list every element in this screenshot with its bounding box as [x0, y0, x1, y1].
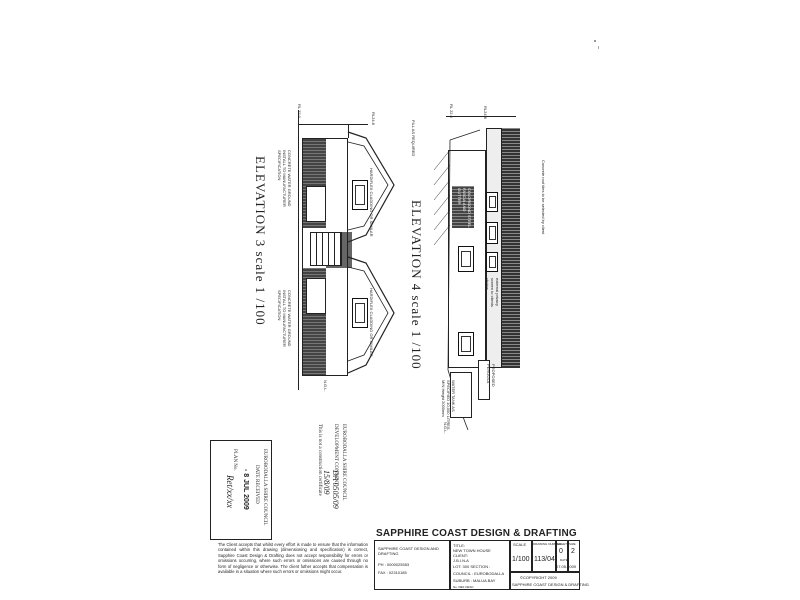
elevation-3-window-lower [352, 298, 368, 328]
elevation-4-screen-note: external privacy screen to clients choic… [485, 278, 500, 307]
stamp-plan-no-label: PLAN No. [232, 449, 237, 471]
title-block-size-value: 2 [571, 548, 575, 555]
title-block-date-label: DATE [560, 558, 568, 562]
stamp-plan-no-value: Ret/xx/xx [225, 475, 235, 508]
elevation-3-door-left [306, 186, 326, 222]
title-block-drawing-head: DRAWING NUMBER [533, 542, 562, 546]
elevation-3-window-upper [352, 180, 368, 210]
elevation-3-roof-lower [347, 256, 395, 374]
elevation-4-window-3 [486, 252, 498, 272]
title-block-suburb: SUBURB : MALUA BAY [453, 578, 496, 583]
elevation-3-rl-label: RL 22.0 [297, 104, 302, 118]
title-block-disclaimer: The Client accepts that whilst every eff… [218, 542, 368, 575]
title-block-scale-value: 1/100 [512, 556, 530, 563]
title-block-scale-cell [510, 540, 532, 572]
title-block-fax: FAX : 02310185 [378, 570, 407, 575]
scan-speck [598, 46, 599, 49]
title-block-firm-name: SAPPHIRE COAST DESIGN AND DRAFTING [378, 546, 439, 556]
elevation-4-ridge-label: RL24.8 [483, 106, 488, 119]
elevation-3-door-right [306, 278, 326, 314]
elevation-4-tank [450, 372, 472, 418]
title-block-no-label: No. REF DESC [453, 585, 474, 589]
elevation-4-window-2 [486, 222, 498, 244]
title-block-lot: LOT: 300 SECTION : [453, 564, 491, 569]
elevation-3-concrete-note-right: CONCRETE WATER GROUND INSTALL TO MANUFAC… [277, 290, 292, 347]
elevation-4-rl-line [446, 116, 516, 117]
stamp-date: - 8 JUL 2009 [242, 469, 249, 510]
title-block-scale-head: SCALE [513, 542, 527, 547]
title-block-sheet-cell [556, 540, 568, 572]
title-block-sheet-head: SHEET [557, 542, 568, 546]
title-block-size-cell [568, 540, 580, 572]
elevation-3-roof-upper [347, 131, 395, 243]
elevation-3-ridge-label: RL24.8 [371, 112, 376, 125]
elevation-4-window-1 [486, 192, 498, 212]
elevation-3-concrete-note-left: CONCRETE WATER GROUND INSTALL TO MANUFAC… [277, 150, 292, 207]
title-block-firm-cell [374, 540, 450, 590]
elevation-4-roof [502, 128, 520, 368]
elevation-3-cladding-note-bottom: HARDIFLEX CLADDING OR SIMILAR [369, 288, 374, 357]
elevation-4-rl-label: RL 22.0 [449, 104, 454, 118]
title-block-size-head: SIZE [569, 542, 576, 546]
title-block-date-value: 07.05.2009 [556, 564, 577, 569]
title-block-sheet-value: 0 [559, 548, 563, 555]
elevation-3-title: ELEVATION 3 scale 1 /100 [253, 156, 268, 326]
title-block-drawing-value: 113/04 [534, 556, 555, 563]
elevation-4-ngl: N.G.L. [443, 422, 448, 434]
stamp-line-date-received: DATE RECEIVED [254, 465, 259, 504]
title-block-ph: PH : 0000025553 [378, 562, 410, 567]
council-date-stamp: EUROBODALLA SHIRE COUNCIL DATE RECEIVED … [210, 440, 272, 540]
elevation-4-fascia [486, 128, 502, 368]
title-block-client-label: CLIENT: [453, 553, 468, 558]
elevation-4-wall [448, 150, 486, 368]
elevation-4-window-4 [458, 246, 474, 272]
elevation-3-ridge-line [348, 124, 349, 138]
elevation-4-roof-note: Concrete roof tiles to be selected by cl… [541, 160, 546, 235]
elevation-4-window-5 [458, 332, 474, 356]
elevation-3-cladding-note-top: HARDIFLEX CLADDING OR SIMILAR [369, 168, 374, 237]
title-block-client-value: J.B.I.N.A [453, 558, 469, 563]
elevation-3-rl-line [298, 124, 368, 125]
title-block-drawing-cell [532, 540, 556, 572]
title-block-title-value: NEW TOWN HOUSE [453, 548, 491, 553]
title-block-copyright-cell [510, 572, 580, 590]
title-block-council: COUNCIL : EUROBODALLA [453, 571, 505, 576]
elevation-4-title: ELEVATION 4 scale 1 /100 [409, 200, 424, 370]
title-block-copyright-company: SAPPHIRE COAST DESIGN & DRAFTING [512, 582, 589, 587]
elevation-3-ngl: N.G.L. [323, 380, 328, 392]
title-block-company: SAPPHIRE COAST DESIGN & DRAFTING [376, 528, 577, 539]
elevation-4-pergola-label: PROPOSED PERGOLA [486, 364, 496, 387]
title-block-title-label: TITLE: [453, 543, 466, 548]
elevation-4-pergola [478, 360, 490, 400]
elevation-3-ground-line [298, 110, 299, 390]
elevation-4-fill-note: FILL AS REQUIRED [411, 120, 416, 157]
consent-line-council: EUROBODALLA SHIRE COUNCIL [341, 424, 346, 501]
elevation-3-door-centre [310, 232, 342, 266]
consent-handwriting: DA 0505/09 15/8/09 [322, 470, 340, 509]
title-block-title-cell [450, 540, 510, 590]
elevation-4-panel [452, 186, 474, 228]
elevation-3-body [302, 138, 348, 376]
scan-speck [594, 40, 596, 42]
title-block-copyright: ©COPYRIGHT 2009 [520, 575, 557, 580]
stamp-line-council: EUROBODALLA SHIRE COUNCIL [262, 449, 267, 526]
